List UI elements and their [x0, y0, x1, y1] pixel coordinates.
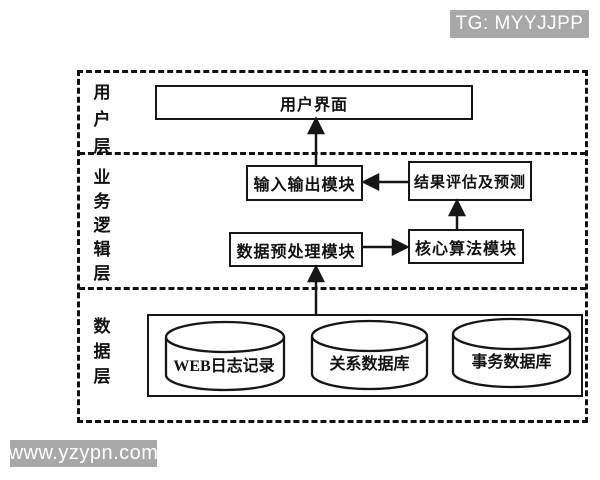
web-log-label: WEB日志记录	[173, 358, 275, 375]
diagram-outer-border	[77, 70, 588, 423]
preprocess-module-box: 数据预处理模块	[229, 232, 363, 267]
layer-label-data: 数据层	[93, 317, 111, 386]
tg-watermark-badge: TG: MYYJJPP	[450, 10, 589, 38]
io-module-box: 输入输出模块	[246, 165, 363, 201]
layer-label-business: 业务逻辑层	[93, 168, 111, 283]
core-algorithm-box: 核心算法模块	[408, 229, 524, 264]
result-eval-box: 结果评估及预测	[408, 161, 532, 201]
site-watermark-badge: www.yzypn.com	[9, 440, 158, 467]
layer-label-user: 用户层	[93, 83, 111, 156]
relational-db-label: 关系数据库	[329, 356, 410, 373]
user-interface-box: 用户界面	[155, 85, 473, 120]
separator-user-business	[79, 152, 586, 155]
transaction-db-label: 事务数据库	[471, 354, 552, 371]
separator-business-data	[79, 287, 586, 290]
